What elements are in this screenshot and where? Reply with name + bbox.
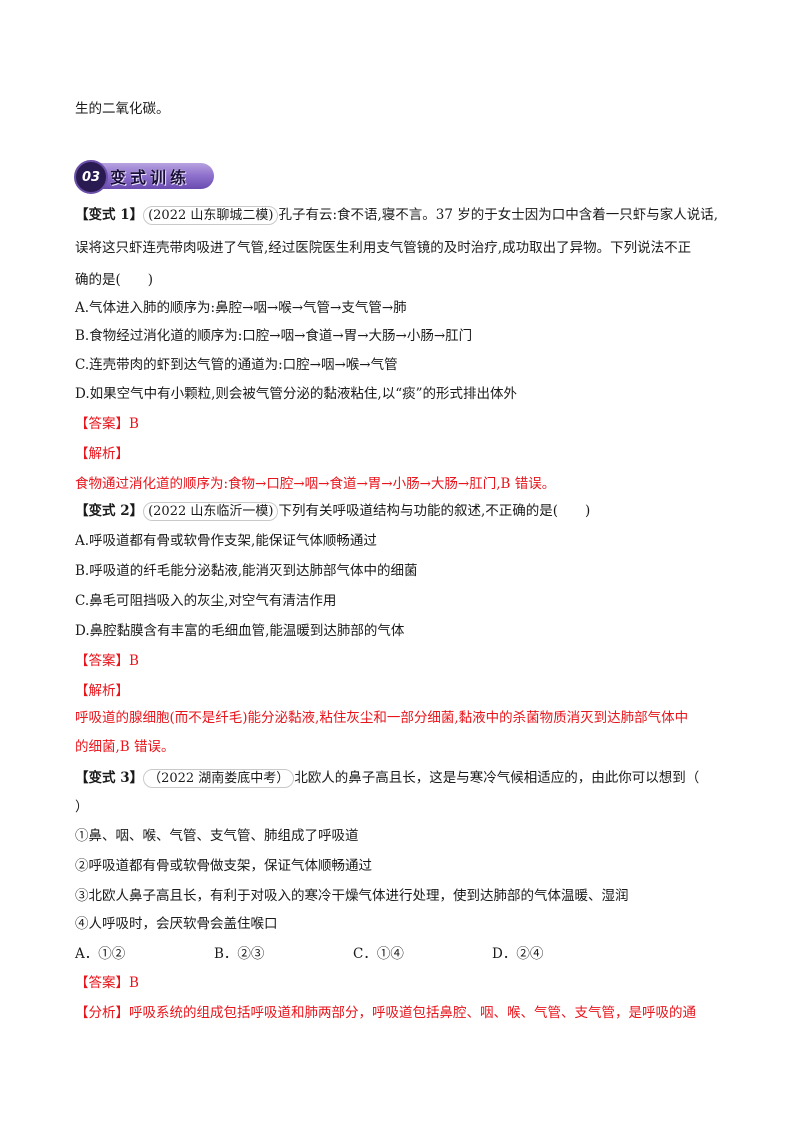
question-1-option-d: D.如果空气中有小颗粒,则会被气管分泌的黏液粘住,以“痰”的形式排出体外 bbox=[75, 386, 518, 402]
question-2-answer: 【答案】B bbox=[75, 653, 139, 669]
question-3-statement: ①鼻、咽、喉、气管、支气管、肺组成了呼吸道 bbox=[75, 828, 359, 844]
question-1-source: (2022 山东聊城二模) bbox=[143, 206, 279, 225]
question-1-option-c: C.连壳带肉的虾到达气管的通道为:口腔→咽→喉→气管 bbox=[75, 357, 398, 373]
question-1-line: 孔子有云:食不语,寝不言。37 岁的于女士因为口中含着一只虾与家人说话, bbox=[278, 207, 719, 223]
question-3-label: 【变式 3】 bbox=[75, 770, 144, 786]
question-3-line: ） bbox=[75, 799, 89, 815]
question-3-analysis: 【分析】呼吸系统的组成包括呼吸道和肺两部分，呼吸道包括鼻腔、咽、喉、气管、支气管… bbox=[75, 1005, 696, 1021]
question-1-analysis: 食物通过消化道的顺序为:食物→口腔→咽→食道→胃→小肠→大肠→肛门,B 错误。 bbox=[75, 476, 556, 492]
question-3-choice-b: B．②③ bbox=[214, 946, 265, 962]
question-1-answer: 【答案】B bbox=[75, 416, 139, 432]
question-1-option-b: B.食物经过消化道的顺序为:口腔→咽→食道→胃→大肠→小肠→肛门 bbox=[75, 328, 473, 344]
question-3-line: 北欧人的鼻子高且长，这是与寒冷气候相适应的，由此你可以想到（ bbox=[294, 770, 700, 786]
question-1-line: 误将这只虾连壳带肉吸进了气管,经过医院医生利用支气管镜的及时治疗,成功取出了异物… bbox=[75, 240, 692, 256]
question-2-option-b: B.呼吸道的纤毛能分泌黏液,能消灭到达肺部气体中的细菌 bbox=[75, 563, 418, 579]
question-3-choice-c: C．①④ bbox=[353, 946, 404, 962]
question-2-label: 【变式 2】 bbox=[75, 503, 144, 519]
question-3-choice-a: A．①② bbox=[75, 946, 126, 962]
question-3-statement: ②呼吸道都有骨或软骨做支架，保证气体顺畅通过 bbox=[75, 858, 372, 874]
question-2-line: 下列有关呼吸道结构与功能的叙述,不正确的是( ) bbox=[278, 503, 591, 519]
question-2-stem: 【变式 2】(2022 山东临沂一模)下列有关呼吸道结构与功能的叙述,不正确的是… bbox=[75, 501, 590, 521]
question-3-source: （2022 湖南娄底中考） bbox=[143, 769, 295, 788]
section-title: 变式训练 bbox=[96, 163, 214, 189]
question-2-option-d: D.鼻腔黏膜含有丰富的毛细血管,能温暖到达肺部的气体 bbox=[75, 623, 405, 639]
question-2-source: (2022 山东临沂一模) bbox=[143, 502, 279, 521]
question-3-stem: 【变式 3】（2022 湖南娄底中考）北欧人的鼻子高且长，这是与寒冷气候相适应的… bbox=[75, 768, 699, 788]
question-1-analysis-label: 【解析】 bbox=[75, 446, 129, 462]
question-2-analysis-label: 【解析】 bbox=[75, 683, 129, 699]
section-number-badge: 03 bbox=[74, 160, 108, 194]
question-1-stem: 【变式 1】(2022 山东聊城二模)孔子有云:食不语,寝不言。37 岁的于女士… bbox=[75, 205, 718, 225]
question-3-choice-d: D．②④ bbox=[492, 946, 544, 962]
question-2-analysis: 的细菌,B 错误。 bbox=[75, 739, 175, 755]
question-3-answer: 【答案】B bbox=[75, 975, 139, 991]
intro-text: 生的二氧化碳。 bbox=[75, 101, 170, 117]
question-2-analysis: 呼吸道的腺细胞(而不是纤毛)能分泌黏液,粘住灰尘和一部分细菌,黏液中的杀菌物质消… bbox=[75, 710, 689, 726]
question-2-option-a: A.呼吸道都有骨或软骨作支架,能保证气体顺畅通过 bbox=[75, 533, 377, 549]
question-3-statement: ④人呼吸时，会厌软骨会盖住喉口 bbox=[75, 916, 278, 932]
section-header: 变式训练 03 bbox=[74, 160, 216, 194]
question-1-option-a: A.气体进入肺的顺序为:鼻腔→咽→喉→气管→支气管→肺 bbox=[75, 300, 407, 316]
question-1-line: 确的是( ) bbox=[75, 272, 154, 288]
question-2-option-c: C.鼻毛可阻挡吸入的灰尘,对空气有清洁作用 bbox=[75, 593, 337, 609]
question-1-label: 【变式 1】 bbox=[75, 207, 144, 223]
question-3-statement: ③北欧人鼻子高且长，有利于对吸入的寒冷干燥气体进行处理，使到达肺部的气体温暖、湿… bbox=[75, 888, 629, 904]
